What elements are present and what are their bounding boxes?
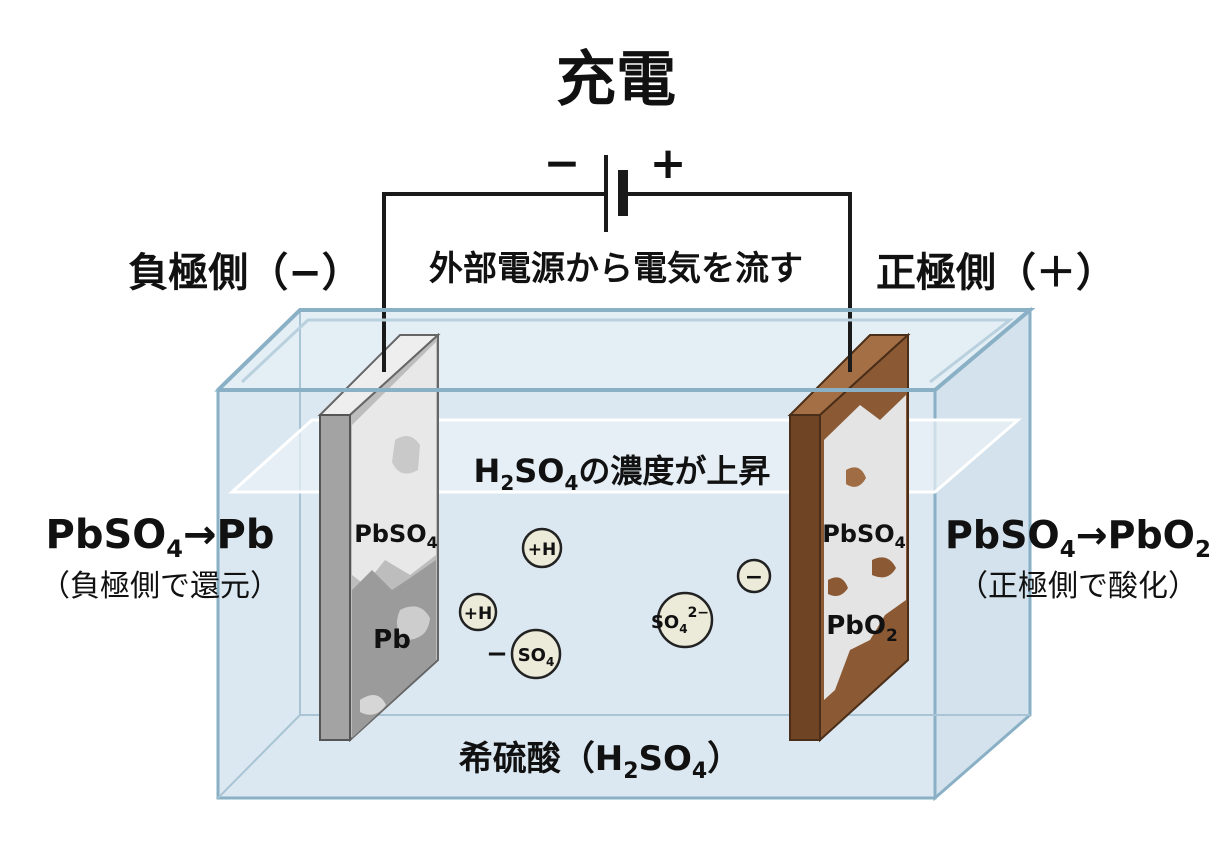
pos-reactant: PbSO (945, 513, 1060, 557)
hydrogen-ion-1: +H (521, 527, 563, 569)
concentration-text: の濃度が上昇 (578, 452, 770, 490)
hydrogen-ion-2-label: +H (464, 604, 492, 624)
electrolyte-name-post: ） (707, 739, 741, 779)
concentration-h: H (474, 452, 501, 490)
pos-reactant-sub: 4 (1060, 537, 1076, 563)
tank-rim (216, 308, 1036, 392)
external-power-note: 外部電源から電気を流す (429, 249, 803, 289)
neg-plate-top-label: PbSO4 (354, 520, 438, 552)
negative-reaction-note: （負極側で還元） (40, 569, 280, 604)
hydrogen-ion-1-label: +H (528, 540, 556, 560)
pos-plate-top-sub: 4 (895, 533, 906, 552)
negative-reaction: PbSO4→Pb (46, 512, 275, 563)
neg-plate-top-main: PbSO (354, 520, 426, 548)
pos-plate-bottom-sub: 2 (886, 626, 898, 646)
sulfate-left-sub: 4 (546, 655, 554, 669)
battery-plus-sign: + (650, 138, 687, 189)
electrolyte-so: SO (639, 739, 692, 779)
negative-plate (317, 332, 441, 743)
neg-product: Pb (217, 512, 275, 558)
neg-arrow: → (183, 512, 217, 558)
pos-product: PbO (1108, 513, 1195, 557)
sulfate-right-charge: 2− (688, 605, 709, 621)
pos-plate-bottom-label: PbO2 (826, 611, 898, 646)
concentration-so: SO (514, 452, 564, 490)
electron: − (736, 558, 772, 594)
negative-side-heading: 負極側（−） (128, 250, 362, 296)
diagram-title: 充電 (556, 45, 676, 115)
electrolyte-name-pre: 希硫酸（H (459, 739, 623, 779)
sulfate-right-sub: 4 (679, 622, 687, 636)
sulfate-ion-left: SO4 − (486, 628, 562, 680)
electron-label: − (745, 565, 763, 590)
concentration-sub-2: 2 (500, 471, 514, 495)
pos-product-sub: 2 (1195, 537, 1211, 563)
external-circuit-wires (382, 192, 852, 372)
sulfate-left-charge: − (486, 639, 508, 669)
sulfate-ion-right-label: SO42− (651, 605, 709, 636)
electrolyte-sub-4: 4 (692, 759, 707, 784)
neg-plate-bottom-label: Pb (373, 625, 411, 655)
sulfate-left-main: SO (518, 645, 546, 666)
hydrogen-ion-2: +H (458, 592, 498, 632)
positive-side-heading: 正極側（＋） (876, 250, 1116, 296)
sulfate-ion-right: SO42− (651, 591, 714, 649)
positive-plate (787, 332, 911, 743)
battery-minus-sign: − (544, 138, 581, 189)
electrolyte-name: 希硫酸（H2SO4） (459, 739, 741, 784)
battery-symbol-icon (582, 155, 650, 232)
electrolyte-sub-2: 2 (623, 759, 638, 784)
pos-arrow: → (1076, 513, 1108, 557)
pos-plate-bottom-main: PbO (826, 611, 886, 641)
concentration-note: H2SO4の濃度が上昇 (474, 452, 771, 495)
neg-reactant: PbSO (46, 512, 167, 558)
positive-reaction-note: （正極側で酸化） (958, 569, 1198, 604)
neg-reactant-sub: 4 (166, 535, 183, 563)
positive-reaction: PbSO4→PbO2 (945, 513, 1211, 563)
concentration-sub-4: 4 (565, 471, 579, 495)
sulfate-ion-left-label: SO4 (518, 645, 555, 669)
sulfate-right-main: SO (651, 612, 679, 633)
pos-plate-top-label: PbSO4 (822, 520, 906, 552)
pos-plate-top-main: PbSO (822, 520, 894, 548)
neg-plate-top-sub: 4 (427, 533, 438, 552)
